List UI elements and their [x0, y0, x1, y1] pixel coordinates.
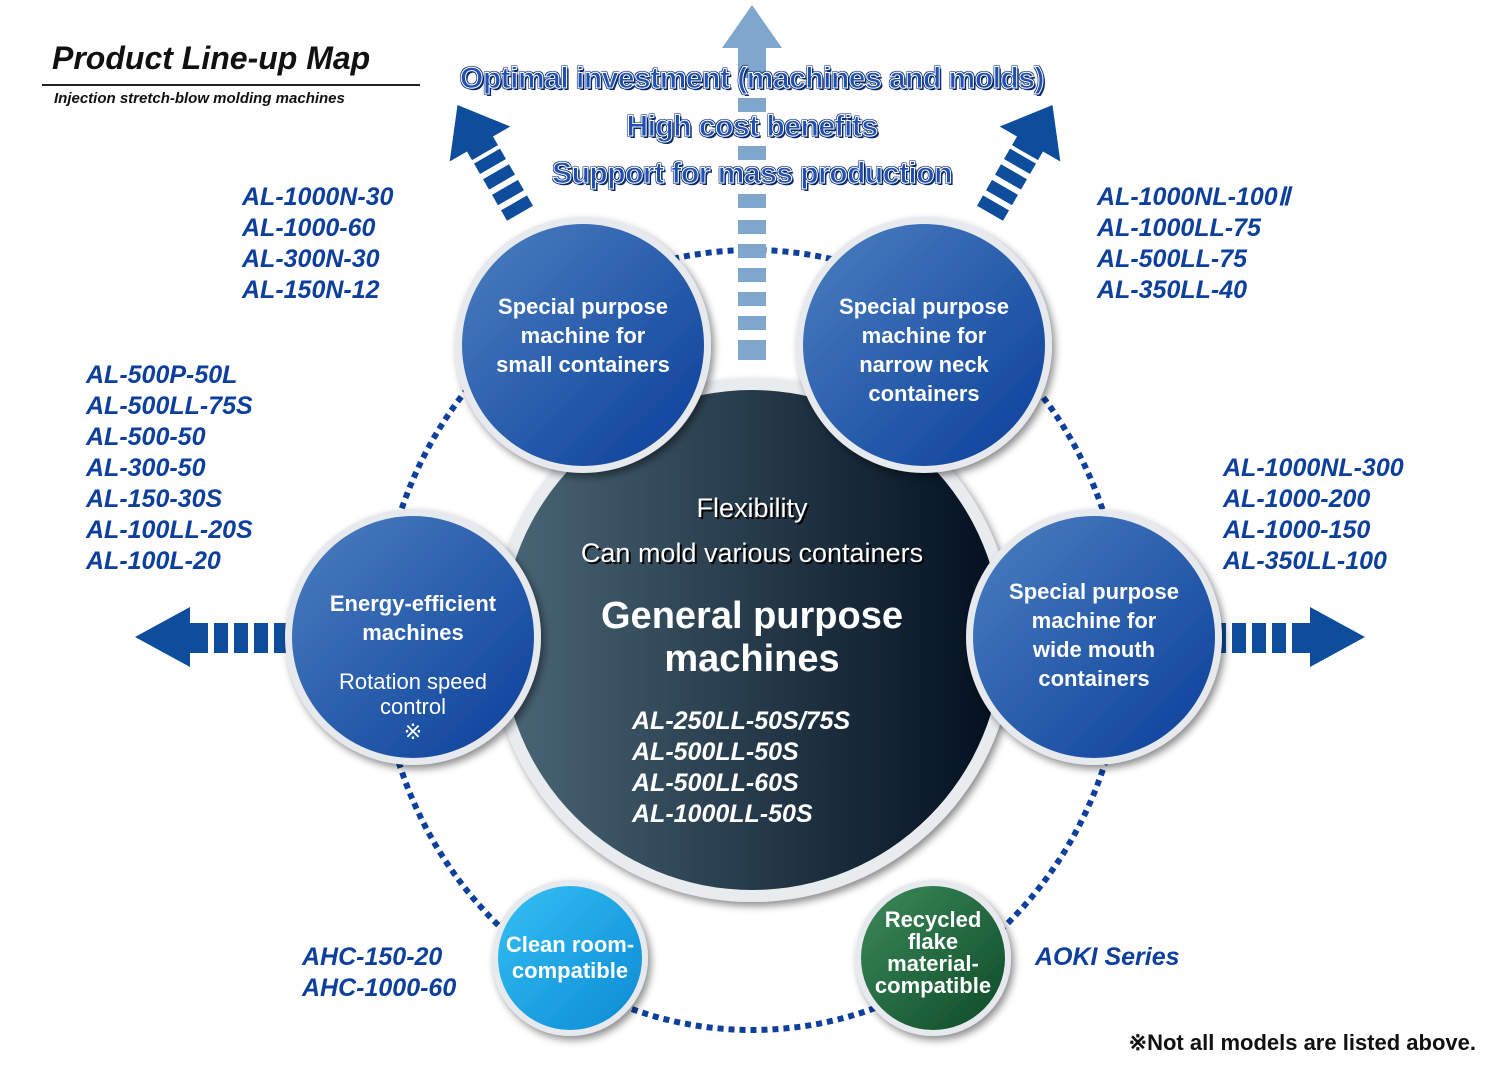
- model: AL-500-50: [86, 423, 206, 451]
- model: AL-1000-150: [1223, 516, 1371, 544]
- general-purpose-circle: [502, 390, 1002, 890]
- model: AL-1000NL-300: [1223, 454, 1404, 482]
- flexibility-text: Flexibility: [696, 493, 808, 523]
- label-line: wide mouth: [1032, 637, 1156, 662]
- up-right-arrow-icon: [977, 105, 1061, 221]
- label-line: material-: [887, 951, 979, 976]
- model: AOKI Series: [1035, 943, 1180, 971]
- model: AL-150-30S: [86, 485, 223, 513]
- energy-efficient-label: Energy-efficient machines: [293, 589, 533, 647]
- page-title: Product Line-up Map: [52, 40, 371, 76]
- recycled-circle: [861, 886, 1005, 1030]
- narrow-neck-circle: [803, 224, 1045, 466]
- label-line: Special purpose: [498, 294, 668, 319]
- model: AHC-1000-60: [302, 974, 457, 1002]
- model: AL-300N-30: [242, 245, 380, 273]
- label-line: machines: [362, 620, 464, 645]
- model: AL-100L-20: [86, 547, 221, 575]
- benefit-2: High cost benefits: [626, 110, 879, 144]
- label-line: Clean room-: [505, 932, 635, 957]
- narrow-neck-models: AL-1000NL-100Ⅱ AL-1000LL-75 AL-500LL-75 …: [1097, 182, 1290, 306]
- wide-mouth-models: AL-1000NL-300 AL-1000-200 AL-1000-150 AL…: [1223, 453, 1404, 577]
- up-arrow-icon: [722, 5, 782, 360]
- benefit-1: Optimal investment (machines and molds): [460, 62, 1045, 96]
- clean-room-circle: [498, 886, 642, 1030]
- label-line: Special purpose: [839, 294, 1009, 319]
- title-divider: [42, 84, 420, 86]
- label-line: machine for: [520, 323, 646, 348]
- model: AL-1000LL-75: [1097, 214, 1261, 242]
- label-line: machine for: [1031, 608, 1157, 633]
- rotation-speed-label: Rotation speed control ※: [293, 669, 533, 744]
- energy-efficient-models: AL-500P-50L AL-500LL-75S AL-500-50 AL-30…: [86, 360, 253, 577]
- benefit-3: Support for mass production: [552, 157, 953, 191]
- up-left-arrow-icon: [449, 105, 533, 221]
- general-purpose-title: General purpose machines: [552, 595, 952, 681]
- clean-room-label: Clean room- compatible: [490, 932, 650, 984]
- title-line: machines: [664, 638, 840, 680]
- label-line: compatible: [874, 973, 992, 998]
- model: AL-300-50: [86, 454, 206, 482]
- various-containers-text: Can mold various containers: [580, 538, 924, 568]
- narrow-neck-label: Special purpose machine for narrow neck …: [804, 292, 1044, 408]
- small-containers-models: AL-1000N-30 AL-1000-60 AL-300N-30 AL-150…: [242, 182, 393, 306]
- label-line: small containers: [496, 352, 670, 377]
- model: AL-1000LL-50S: [632, 800, 813, 828]
- label-line: containers: [1038, 666, 1150, 691]
- label-line: containers: [868, 381, 980, 406]
- model: AL-350LL-100: [1223, 547, 1387, 575]
- label-line: Rotation speed: [339, 669, 487, 694]
- model: AL-1000N-30: [242, 183, 394, 211]
- recycled-models: AOKI Series: [1035, 942, 1180, 973]
- small-containers-circle: [462, 224, 704, 466]
- model: AL-1000-200: [1223, 485, 1371, 513]
- label-line: machine for: [861, 323, 987, 348]
- label-line: Recycled: [884, 907, 982, 932]
- reference-mark-icon: ※: [403, 719, 423, 744]
- model: AL-500LL-50S: [632, 738, 799, 766]
- model: AL-1000NL-100Ⅱ: [1097, 183, 1290, 211]
- footnote: ※Not all models are listed above.: [1128, 1030, 1476, 1055]
- label-line: flake: [907, 929, 959, 954]
- model: AL-1000-60: [242, 214, 376, 242]
- label-line: compatible: [511, 958, 629, 983]
- model: AL-100LL-20S: [86, 516, 253, 544]
- model: AL-500LL-75S: [86, 392, 253, 420]
- model: AHC-150-20: [302, 943, 443, 971]
- clean-room-models: AHC-150-20 AHC-1000-60: [302, 942, 456, 1004]
- energy-efficient-circle: [292, 516, 534, 758]
- recycled-label: Recycled flake material- compatible: [853, 909, 1013, 997]
- general-purpose-models: AL-250LL-50S/75S AL-500LL-50S AL-500LL-6…: [632, 706, 850, 830]
- model: AL-500LL-75: [1097, 245, 1248, 273]
- right-arrow-icon: [1212, 607, 1365, 667]
- model: AL-500P-50L: [86, 361, 238, 389]
- page-subtitle: Injection stretch-blow molding machines: [54, 90, 345, 107]
- model: AL-350LL-40: [1097, 276, 1248, 304]
- title-line: General purpose: [601, 595, 903, 637]
- left-arrow-icon: [135, 607, 288, 667]
- wide-mouth-label: Special purpose machine for wide mouth c…: [974, 577, 1214, 693]
- model: AL-500LL-60S: [632, 769, 799, 797]
- model: AL-250LL-50S/75S: [632, 707, 851, 735]
- model: AL-150N-12: [242, 276, 380, 304]
- label-line: narrow neck: [859, 352, 989, 377]
- wide-mouth-circle: [973, 516, 1215, 758]
- label-line: control: [379, 694, 447, 719]
- label-line: Special purpose: [1009, 579, 1179, 604]
- label-line: Energy-efficient: [329, 591, 497, 616]
- small-containers-label: Special purpose machine for small contai…: [463, 292, 703, 379]
